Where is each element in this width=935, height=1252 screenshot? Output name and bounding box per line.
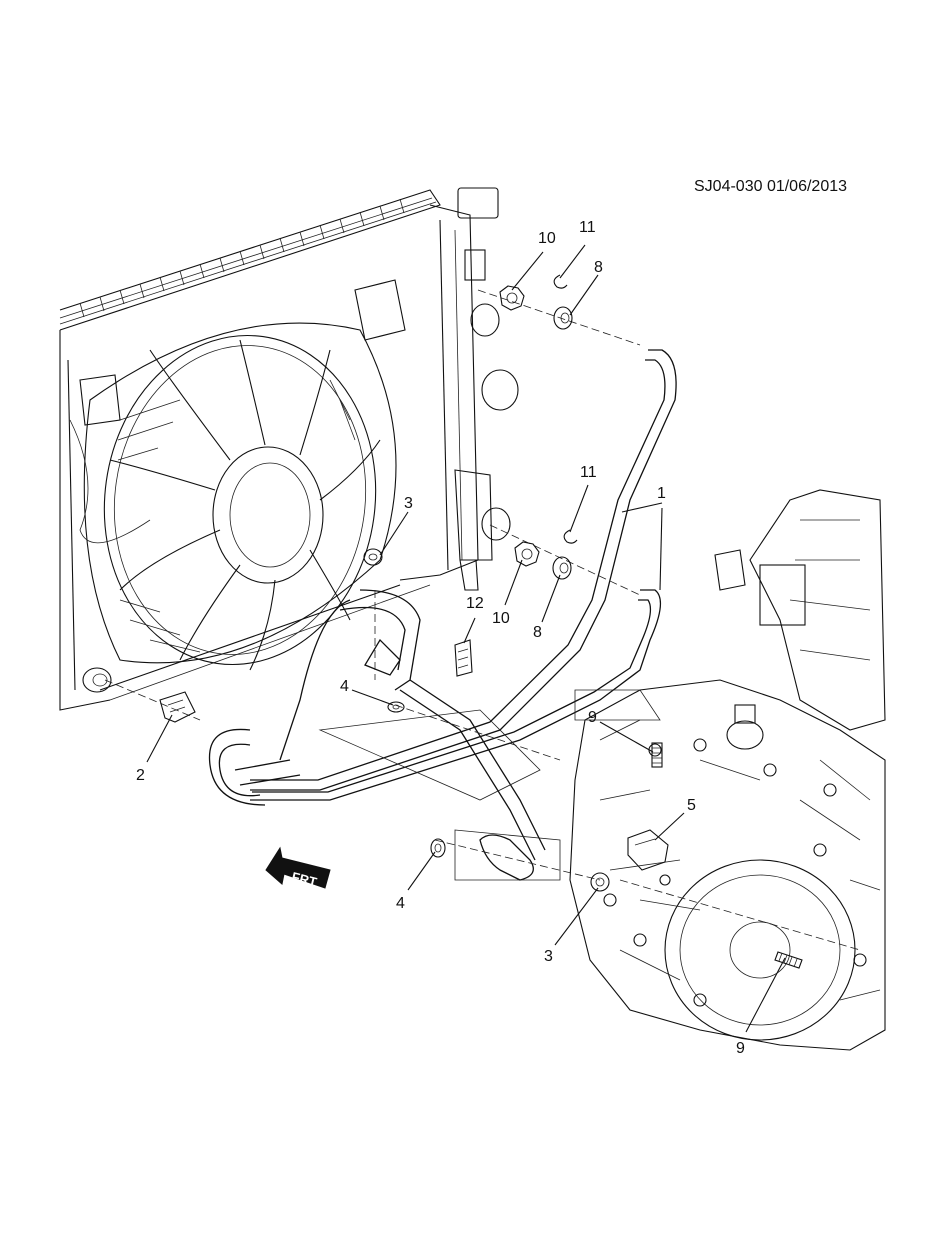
part-2-clip xyxy=(159,691,196,723)
part-3-washer-lower xyxy=(590,872,610,892)
part-11-clip-lower xyxy=(563,529,578,544)
figure-reference-code: SJ04-030 01/06/2013 xyxy=(694,178,848,195)
callout-4-upper: 4 xyxy=(340,678,349,695)
radiator-assembly xyxy=(59,187,519,711)
callout-10-lower: 10 xyxy=(492,610,510,627)
callout-4-lower: 4 xyxy=(396,895,405,912)
callout-8-lower: 8 xyxy=(533,624,542,641)
transmission-assembly xyxy=(569,489,886,1051)
part-9-stud-upper xyxy=(651,742,663,768)
part-5-bracket xyxy=(627,829,669,871)
callout-11-lower: 11 xyxy=(580,464,597,481)
part-12-clip xyxy=(454,639,473,677)
front-indicator-label: FRT xyxy=(290,869,318,890)
callout-10-upper: 10 xyxy=(538,230,556,247)
part-8-seal-lower xyxy=(552,556,572,580)
leader-lines xyxy=(146,244,786,1033)
callout-9-lower: 9 xyxy=(736,1040,745,1057)
callout-9-upper: 9 xyxy=(588,709,597,726)
callout-8-upper: 8 xyxy=(594,259,603,276)
part-8-seal-upper xyxy=(553,306,573,330)
part-10-nut-lower xyxy=(514,541,540,567)
callout-1: 1 xyxy=(657,485,666,502)
part-4-washer-upper xyxy=(387,701,405,713)
callout-11-upper: 11 xyxy=(579,219,596,236)
part-11-clip-upper xyxy=(553,274,568,289)
callout-3-upper: 3 xyxy=(404,495,413,512)
front-direction-arrow: FRT xyxy=(265,846,331,890)
part-10-nut-upper xyxy=(499,285,525,311)
part-9-stud-lower xyxy=(774,951,803,969)
callout-labels: 1 2 3 3 4 4 5 8 8 9 9 10 10 11 11 12 xyxy=(136,219,745,1057)
callout-3-lower: 3 xyxy=(544,948,553,965)
callout-2: 2 xyxy=(136,767,145,784)
transmission-oil-cooler-pipes xyxy=(208,349,677,881)
callout-5: 5 xyxy=(687,797,696,814)
callout-12: 12 xyxy=(466,595,484,612)
part-3-washer-upper xyxy=(363,548,383,566)
part-4-washer-lower xyxy=(430,838,446,858)
